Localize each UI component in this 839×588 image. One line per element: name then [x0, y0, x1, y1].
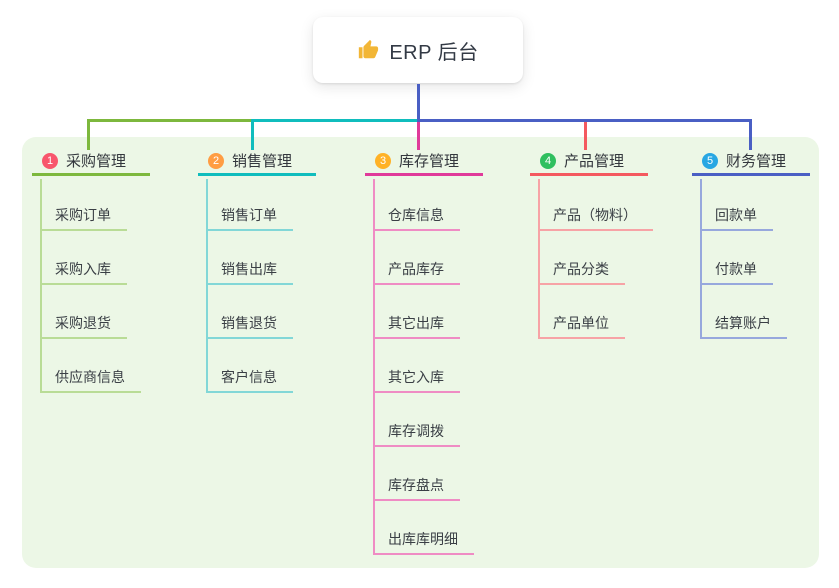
branch-3-children-connector: [373, 179, 375, 555]
branch-1-children-connector: [40, 179, 42, 393]
bus-segment-1: [87, 119, 251, 122]
branch-1-child-3[interactable]: 采购退货: [40, 311, 127, 339]
branch-1-number-badge: 1: [42, 152, 58, 169]
branch-3-number-badge: 3: [375, 152, 391, 169]
branch-3-child-7[interactable]: 出库库明细: [373, 527, 474, 555]
branch-3-child-2[interactable]: 产品库存: [373, 257, 460, 285]
branch-4-drop-connector: [584, 119, 587, 150]
branch-2-child-1[interactable]: 销售订单: [206, 203, 293, 231]
branch-1-child-2[interactable]: 采购入库: [40, 257, 127, 285]
branch-2-child-3[interactable]: 销售退货: [206, 311, 293, 339]
branches-background-panel: [22, 137, 819, 568]
branch-1-child-1[interactable]: 采购订单: [40, 203, 127, 231]
branch-5-number-badge: 5: [702, 152, 718, 169]
branch-5-label: 财务管理: [726, 153, 787, 170]
branch-2-children-connector: [206, 179, 208, 393]
branch-3-child-4[interactable]: 其它入库: [373, 365, 460, 393]
branch-5-drop-connector: [749, 119, 752, 150]
branch-3-child-1[interactable]: 仓库信息: [373, 203, 460, 231]
branch-5-children-connector: [700, 179, 702, 339]
branch-2-label: 销售管理: [232, 153, 293, 170]
branch-2-child-2[interactable]: 销售出库: [206, 257, 293, 285]
root-node-erp[interactable]: ERP 后台: [313, 17, 523, 83]
thumbs-up-icon: [357, 39, 379, 61]
branch-4-child-1[interactable]: 产品（物料）: [538, 203, 653, 231]
branch-1-drop-connector: [87, 119, 90, 150]
branch-2-child-4[interactable]: 客户信息: [206, 365, 293, 393]
branch-5-child-1[interactable]: 回款单: [700, 203, 773, 231]
branch-4-child-2[interactable]: 产品分类: [538, 257, 625, 285]
branch-2-header[interactable]: 2 销售管理: [198, 148, 316, 176]
branch-3-child-5[interactable]: 库存调拨: [373, 419, 460, 447]
branch-1-child-4[interactable]: 供应商信息: [40, 365, 141, 393]
branch-1-label: 采购管理: [66, 153, 127, 170]
branch-5-child-3[interactable]: 结算账户: [700, 311, 787, 339]
branch-2-number-badge: 2: [208, 152, 224, 169]
branch-4-label: 产品管理: [564, 153, 625, 170]
branch-4-child-3[interactable]: 产品单位: [538, 311, 625, 339]
branch-3-drop-connector: [417, 119, 420, 150]
branch-1-header[interactable]: 1 采购管理: [32, 148, 150, 176]
branch-3-child-6[interactable]: 库存盘点: [373, 473, 460, 501]
branch-4-header[interactable]: 4 产品管理: [530, 148, 648, 176]
branch-4-number-badge: 4: [540, 152, 556, 169]
branch-2-drop-connector: [251, 119, 254, 150]
branch-5-header[interactable]: 5 财务管理: [692, 148, 810, 176]
bus-segment-3: [417, 119, 752, 122]
root-connector: [417, 84, 420, 119]
root-node-label: ERP 后台: [389, 41, 479, 64]
branch-3-child-3[interactable]: 其它出库: [373, 311, 460, 339]
branch-5-child-2[interactable]: 付款单: [700, 257, 773, 285]
branch-4-children-connector: [538, 179, 540, 339]
branch-3-label: 库存管理: [399, 153, 460, 170]
bus-segment-2: [251, 119, 417, 122]
branch-3-header[interactable]: 3 库存管理: [365, 148, 483, 176]
